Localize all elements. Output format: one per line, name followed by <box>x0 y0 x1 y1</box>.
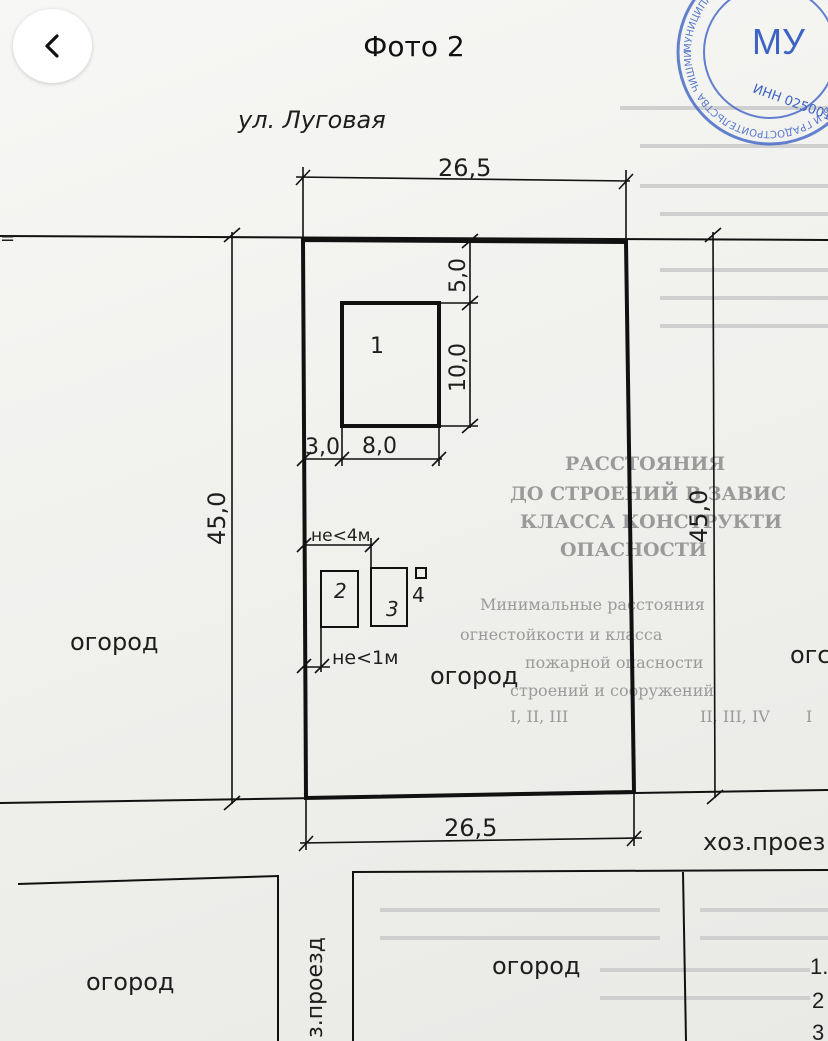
print-table-col-1: Минимальные расстояния <box>480 595 705 614</box>
building-3-label: 3 <box>386 597 399 621</box>
lower-blocks <box>17 869 828 1041</box>
print-table-col-3: пожарной опасности <box>525 653 703 672</box>
dim-right-label: 45,0 <box>685 490 713 543</box>
print-heading-4: ОПАСНОСТИ <box>560 539 707 561</box>
print-heading-2: ДО СТРОЕНИЙ В ЗАВИС <box>510 481 786 505</box>
stamp-main-text: МУ <box>752 21 806 62</box>
dim-top-label: 26,5 <box>438 154 491 182</box>
garden-center-label: огород <box>430 662 519 690</box>
back-button[interactable] <box>13 9 92 83</box>
print-table-cell-2: II, III, IV <box>700 707 770 726</box>
edge-mark: = <box>0 228 15 249</box>
building-4-label: 4 <box>412 583 425 607</box>
plot <box>0 167 828 1041</box>
house-1-label: 1 <box>370 334 384 359</box>
dimension-lines <box>223 167 724 852</box>
service-road-label: хоз.проез <box>703 828 825 856</box>
dim-bottom-label: 26,5 <box>444 814 497 842</box>
print-table-cell-1: I, II, III <box>510 707 568 726</box>
note-min-1m: не<1м <box>332 647 398 669</box>
building-4 <box>415 567 427 579</box>
chevron-left-icon <box>44 34 59 58</box>
print-table-col-2: огнестойкости и класса <box>460 625 663 644</box>
print-table-col-4: строений и сооружений <box>510 681 714 700</box>
dim-offset-top-label: 5,0 <box>446 258 471 293</box>
garden-bottom-center-label: огород <box>492 952 581 980</box>
building-2 <box>320 570 359 628</box>
note-max-4m: не<4м <box>311 526 370 546</box>
print-heading-3: КЛАССА КОНСТРУКТИ <box>520 511 782 533</box>
list-number-1: 1. <box>810 954 828 979</box>
house-1 <box>340 301 441 428</box>
background-print: РАССТОЯНИЯ ДО СТРОЕНИЙ В ЗАВИС КЛАССА КО… <box>380 106 828 1000</box>
print-text-lines <box>380 106 828 1000</box>
dim-house-depth-label: 10,0 <box>446 343 471 392</box>
print-table-cell-3: I <box>806 707 812 726</box>
building-3 <box>370 567 408 627</box>
dim-house-width-label: 8,0 <box>362 434 397 459</box>
building-2-label: 2 <box>334 579 347 603</box>
garden-right-label: огс <box>790 641 828 669</box>
print-heading-1: РАССТОЯНИЯ <box>565 453 725 475</box>
dim-left-label: 45,0 <box>203 492 231 545</box>
list-number-3: 3 <box>812 1020 824 1041</box>
garden-bottom-left-label: огород <box>86 968 175 996</box>
street-label: ул. Луговая <box>237 106 386 134</box>
service-road-vertical-label: з.проезд <box>303 937 328 1038</box>
garden-left-label: огород <box>70 628 159 656</box>
list-number-2: 2 <box>812 988 824 1013</box>
viewer-header: Фото 2 <box>0 0 828 96</box>
dim-offset-left-label: 3,0 <box>305 435 340 460</box>
plan-labels: ул. Луговая 26,5 26,5 45,0 45,0 5,0 10,0… <box>0 106 828 1041</box>
page-title: Фото 2 <box>363 30 465 63</box>
